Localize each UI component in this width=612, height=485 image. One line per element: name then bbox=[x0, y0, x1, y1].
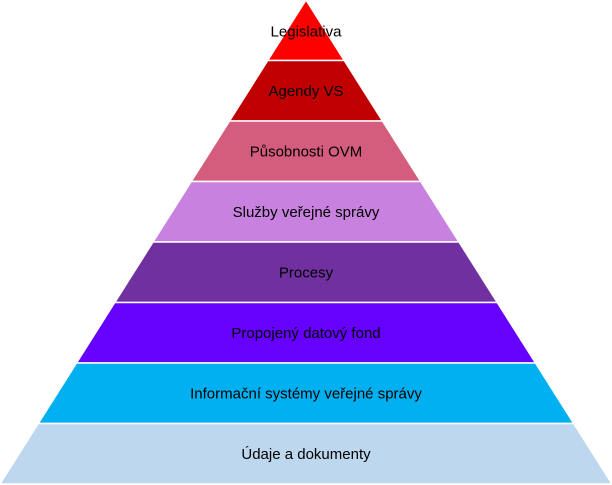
pyramid-layer-label-8: Údaje a dokumenty bbox=[241, 446, 371, 463]
pyramid-layer-label-7: Informační systémy veřejné správy bbox=[190, 385, 422, 402]
pyramid-layer-label-3: Působnosti OVM bbox=[250, 143, 363, 160]
pyramid-layer-label-4: Služby veřejné správy bbox=[233, 204, 380, 221]
pyramid-layer-label-6: Propojený datový fond bbox=[231, 325, 380, 342]
pyramid-layer-label-2: Agendy VS bbox=[268, 83, 343, 100]
pyramid-layer-label-5: Procesy bbox=[279, 264, 334, 281]
pyramid-layer-label-1: Legislativa bbox=[271, 23, 343, 40]
pyramid-layer-8 bbox=[0, 422, 612, 485]
